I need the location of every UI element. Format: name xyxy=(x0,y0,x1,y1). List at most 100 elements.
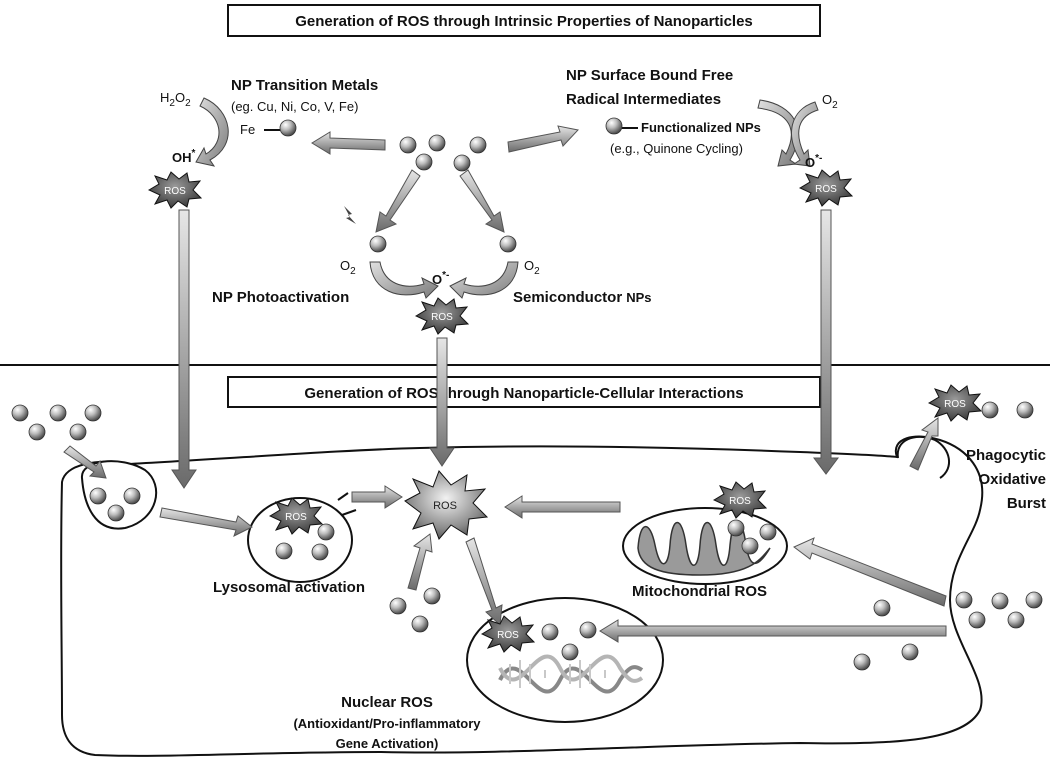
np xyxy=(311,543,329,561)
oh-radical-label: OH* xyxy=(172,148,196,165)
np xyxy=(955,591,973,609)
svg-text:ROS: ROS xyxy=(164,186,186,197)
ros-bursts: ROS ROS ROS ROS ROS ROS ROS ROS xyxy=(147,169,983,653)
ros-burst-photo: ROS xyxy=(414,297,470,335)
dna-helix-icon xyxy=(498,654,644,694)
np xyxy=(69,423,87,441)
np xyxy=(428,134,446,152)
reaction-curves xyxy=(195,97,819,299)
np xyxy=(727,519,745,537)
arrow-lysosome-to-ros xyxy=(351,485,403,509)
h2o2-label: H2O2 xyxy=(160,90,191,109)
np xyxy=(123,487,141,505)
arrow-to-functionalized xyxy=(507,125,579,153)
o2-label-right: O2 xyxy=(822,92,838,111)
arrow-nps-into-vesicle xyxy=(63,445,107,479)
arrow-nps-to-mito xyxy=(793,537,947,607)
np xyxy=(11,404,29,422)
np xyxy=(853,653,871,671)
mitochondrion xyxy=(622,507,788,585)
np xyxy=(981,401,999,419)
intrinsic-title-box: Generation of ROS through Intrinsic Prop… xyxy=(227,4,821,37)
np xyxy=(399,136,417,154)
arrow-phagocytic-up xyxy=(909,417,939,471)
np xyxy=(968,611,986,629)
np xyxy=(423,587,441,605)
curve-o2-superoxide-right-2 xyxy=(791,101,819,167)
np xyxy=(469,136,487,154)
superoxide-label-right: O*- xyxy=(805,153,822,170)
transition-metals-examples: (eg. Cu, Ni, Co, V, Fe) xyxy=(231,99,358,114)
mitochondrial-label: Mitochondrial ROS xyxy=(632,583,767,600)
np xyxy=(499,235,517,253)
np xyxy=(1025,591,1043,609)
phagocytic-label-2: Oxidative xyxy=(978,471,1046,488)
curve-o2-superoxide-right xyxy=(757,99,799,167)
np xyxy=(317,523,335,541)
np xyxy=(49,404,67,422)
cellular-title-box: Generation of ROS through Nanoparticle-C… xyxy=(227,376,821,408)
np xyxy=(605,117,623,135)
ros-burst-right: ROS xyxy=(798,169,854,207)
surface-radicals-label-1: NP Surface Bound Free xyxy=(566,67,733,84)
arrow-left-down xyxy=(171,209,197,489)
nuclear-label-2: (Antioxidant/Pro-inflammatory xyxy=(293,716,481,731)
np xyxy=(28,423,46,441)
o2-label-semi: O2 xyxy=(524,258,540,277)
curve-semiconductor xyxy=(449,261,519,299)
arrow-mito-to-ros xyxy=(504,495,621,519)
np xyxy=(411,615,429,633)
lightning-icon xyxy=(344,206,356,224)
np xyxy=(873,599,891,617)
np xyxy=(415,153,433,171)
np xyxy=(107,504,125,522)
transition-metals-label: NP Transition Metals xyxy=(231,77,378,94)
arrow-nps-up-to-ros xyxy=(407,533,433,591)
nuclear-label-1: Nuclear ROS xyxy=(341,694,433,711)
svg-text:ROS: ROS xyxy=(431,312,453,323)
svg-text:ROS: ROS xyxy=(497,630,519,641)
nuclear-label-3: Gene Activation) xyxy=(336,736,439,751)
endocytic-vesicle xyxy=(80,460,158,530)
arrow-vesicle-to-lysosome xyxy=(159,507,253,537)
arrow-to-transition-metals xyxy=(311,131,386,155)
arrow-ros-to-nucleus xyxy=(465,537,503,627)
photoactivation-label: NP Photoactivation xyxy=(212,289,349,306)
phagocytic-label-1: Phagocytic xyxy=(966,447,1046,464)
arrow-to-photoactivation xyxy=(375,169,421,233)
svg-text:ROS: ROS xyxy=(815,184,837,195)
ros-burst-center: ROS xyxy=(404,470,489,540)
functionalized-label: Functionalized NPs xyxy=(641,120,761,135)
curve-photoactivation xyxy=(369,261,439,299)
np xyxy=(84,404,102,422)
ros-burst-lysosome: ROS xyxy=(268,497,324,535)
np xyxy=(561,643,579,661)
ros-burst-phagocytic: ROS xyxy=(927,384,983,422)
curve-h2o2-oh xyxy=(195,97,229,167)
surface-radicals-label-2: Radical Intermediates xyxy=(566,91,721,108)
np xyxy=(1007,611,1025,629)
np xyxy=(275,542,293,560)
np xyxy=(453,154,471,172)
superoxide-label-center: O*- xyxy=(432,270,449,287)
np xyxy=(741,537,759,555)
np xyxy=(89,487,107,505)
np xyxy=(579,621,597,639)
arrows xyxy=(63,125,947,643)
svg-text:ROS: ROS xyxy=(433,500,457,512)
svg-text:ROS: ROS xyxy=(729,496,751,507)
ros-burst-left: ROS xyxy=(147,171,203,209)
np xyxy=(369,235,387,253)
svg-text:ROS: ROS xyxy=(285,512,307,523)
functionalized-examples: (e.g., Quinone Cycling) xyxy=(610,141,743,156)
nanoparticles xyxy=(11,117,1043,671)
np xyxy=(991,592,1009,610)
svg-text:ROS: ROS xyxy=(944,399,966,410)
np xyxy=(759,523,777,541)
ros-burst-mitochondria: ROS xyxy=(712,481,768,519)
arrow-to-semiconductor xyxy=(459,169,505,233)
np xyxy=(1016,401,1034,419)
ros-burst-nucleus: ROS xyxy=(480,615,536,653)
phagocytic-label-3: Burst xyxy=(1007,495,1046,512)
